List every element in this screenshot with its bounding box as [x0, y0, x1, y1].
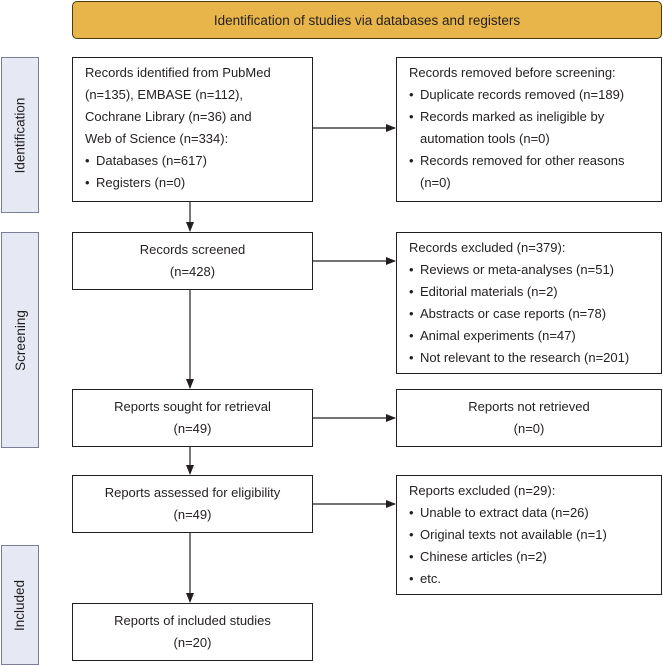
bullet-animal: Animal experiments (n=47) [409, 325, 661, 347]
reports-excluded-box: Reports excluded (n=29): Unable to extra… [396, 475, 662, 595]
removed-bullets: Duplicate records removed (n=189) Record… [409, 84, 661, 194]
reports-assessed-box: Reports assessed for eligibility (n=49) [72, 475, 313, 533]
identified-line-1: Records identified from PubMed [85, 65, 271, 80]
identified-line-2: (n=135), EMBASE (n=112), [85, 87, 244, 102]
records-screened-box: Records screened (n=428) [72, 232, 313, 290]
bullet-other-reasons: Records removed for other reasons (n=0) [409, 150, 661, 194]
bullet-other-reasons-line-2: (n=0) [420, 175, 451, 190]
bullet-registers: Registers (n=0) [85, 172, 312, 194]
records-removed-box: Records removed before screening: Duplic… [396, 57, 662, 202]
bullet-original-texts: Original texts not available (n=1) [409, 524, 661, 546]
bullet-etc: etc. [409, 568, 661, 590]
bullet-unable-extract: Unable to extract data (n=26) [409, 502, 661, 524]
bullet-ineligible-line-2: automation tools (n=0) [420, 131, 550, 146]
included-count: (n=20) [173, 635, 212, 650]
bullet-chinese-articles: Chinese articles (n=2) [409, 546, 661, 568]
bullet-reviews: Reviews or meta-analyses (n=51) [409, 259, 661, 281]
not-retrieved-label: Reports not retrieved [468, 399, 590, 414]
bullet-duplicates: Duplicate records removed (n=189) [409, 84, 661, 106]
header-banner: Identification of studies via databases … [72, 1, 662, 39]
included-label: Reports of included studies [114, 613, 271, 628]
phase-screening: Screening [1, 232, 39, 448]
reports-not-retrieved-box: Reports not retrieved (n=0) [396, 389, 662, 447]
reports-excluded-bullets: Unable to extract data (n=26) Original t… [409, 502, 661, 590]
phase-identification: Identification [1, 57, 39, 213]
records-identified-box: Records identified from PubMed (n=135), … [72, 57, 313, 202]
screened-count: (n=428) [169, 264, 216, 279]
identified-line-3: Cochrane Library (n=36) and [85, 109, 252, 124]
bullet-other-reasons-line-1: Records removed for other reasons [420, 153, 625, 168]
excluded-bullets: Reviews or meta-analyses (n=51) Editoria… [409, 259, 661, 369]
bullet-abstracts: Abstracts or case reports (n=78) [409, 303, 661, 325]
records-excluded-box: Records excluded (n=379): Reviews or met… [396, 232, 662, 374]
reports-sought-box: Reports sought for retrieval (n=49) [72, 389, 313, 447]
removed-title: Records removed before screening: [409, 65, 616, 80]
phase-included: Included [1, 545, 39, 665]
bullet-editorial: Editorial materials (n=2) [409, 281, 661, 303]
excluded-title: Records excluded (n=379): [409, 240, 566, 255]
assessed-count: (n=49) [173, 507, 212, 522]
sought-label: Reports sought for retrieval [114, 399, 271, 414]
header-title: Identification of studies via databases … [213, 12, 521, 28]
sought-count: (n=49) [173, 421, 212, 436]
bullet-ineligible: Records marked as ineligible by automatio… [409, 106, 661, 150]
reports-excluded-title: Reports excluded (n=29): [409, 483, 556, 498]
screened-label: Records screened [139, 242, 246, 257]
bullet-ineligible-line-1: Records marked as ineligible by [420, 109, 605, 124]
assessed-label: Reports assessed for eligibility [104, 485, 281, 500]
not-retrieved-count: (n=0) [513, 421, 545, 436]
identified-line-4: Web of Science (n=334): [85, 131, 229, 146]
included-studies-box: Reports of included studies (n=20) [72, 603, 313, 661]
bullet-databases: Databases (n=617) [85, 150, 312, 172]
identified-bullets: Databases (n=617) Registers (n=0) [85, 150, 312, 194]
bullet-not-relevant: Not relevant to the research (n=201) [409, 347, 661, 369]
